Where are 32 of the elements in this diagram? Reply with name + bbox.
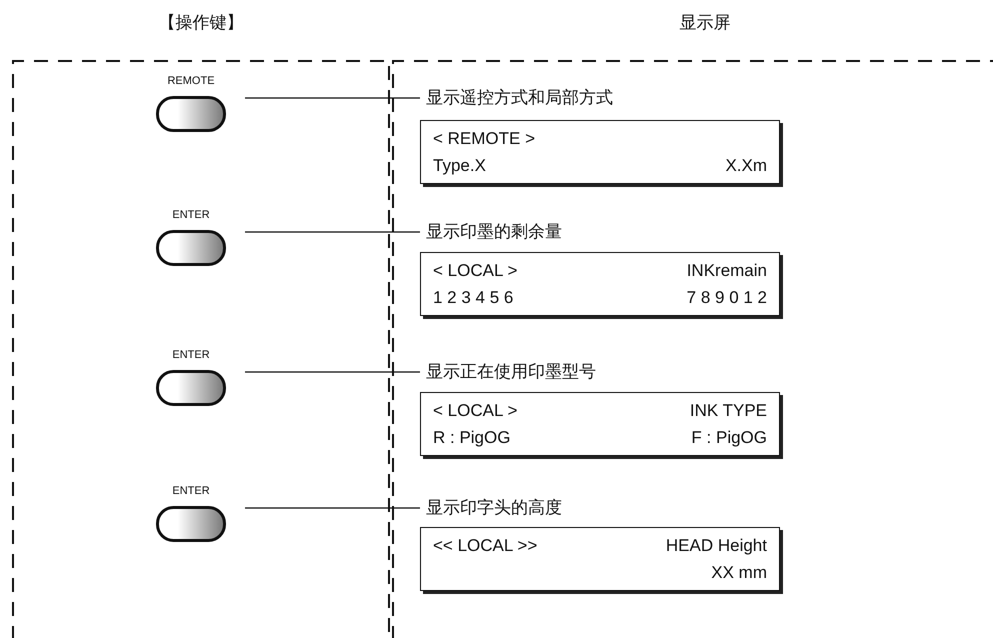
- leader-line: [245, 97, 420, 99]
- display-text: INK TYPE: [690, 400, 767, 422]
- key-label: ENTER: [172, 348, 210, 362]
- display-text: 1 2 3 4 5 6: [433, 287, 514, 309]
- display-text: Type.X: [433, 155, 486, 177]
- panel-heading: 【操作键】: [158, 12, 244, 34]
- leader-line: [245, 507, 420, 509]
- caption-text: 显示印墨的剩余量: [426, 221, 562, 243]
- display-text: < LOCAL >: [433, 400, 518, 422]
- caption-text: 显示印字头的高度: [426, 497, 562, 519]
- caption-text: 显示正在使用印墨型号: [426, 361, 596, 383]
- leader-line: [245, 231, 420, 233]
- display-text: < LOCAL >: [433, 260, 518, 282]
- key-label: ENTER: [172, 484, 210, 498]
- panel-heading: 显示屏: [680, 12, 730, 34]
- display-text: INKremain: [686, 260, 767, 282]
- key-label: REMOTE: [167, 74, 215, 88]
- display-screen: [420, 120, 780, 184]
- display-screen: [420, 392, 780, 456]
- leader-line: [245, 371, 420, 373]
- display-text: X.Xm: [725, 155, 767, 177]
- display-text: 7 8 9 0 1 2: [686, 287, 767, 309]
- display-text: HEAD Height: [666, 535, 767, 557]
- display-text: XX mm: [711, 562, 767, 584]
- display-text: < REMOTE >: [433, 128, 536, 150]
- caption-text: 显示遥控方式和局部方式: [426, 87, 613, 109]
- display-screen: [420, 527, 780, 591]
- display-screen: [420, 252, 780, 316]
- display-text: F : PigOG: [691, 427, 767, 449]
- key-label: ENTER: [172, 208, 210, 222]
- display-text: R : PigOG: [433, 427, 510, 449]
- display-text: << LOCAL >>: [433, 535, 538, 557]
